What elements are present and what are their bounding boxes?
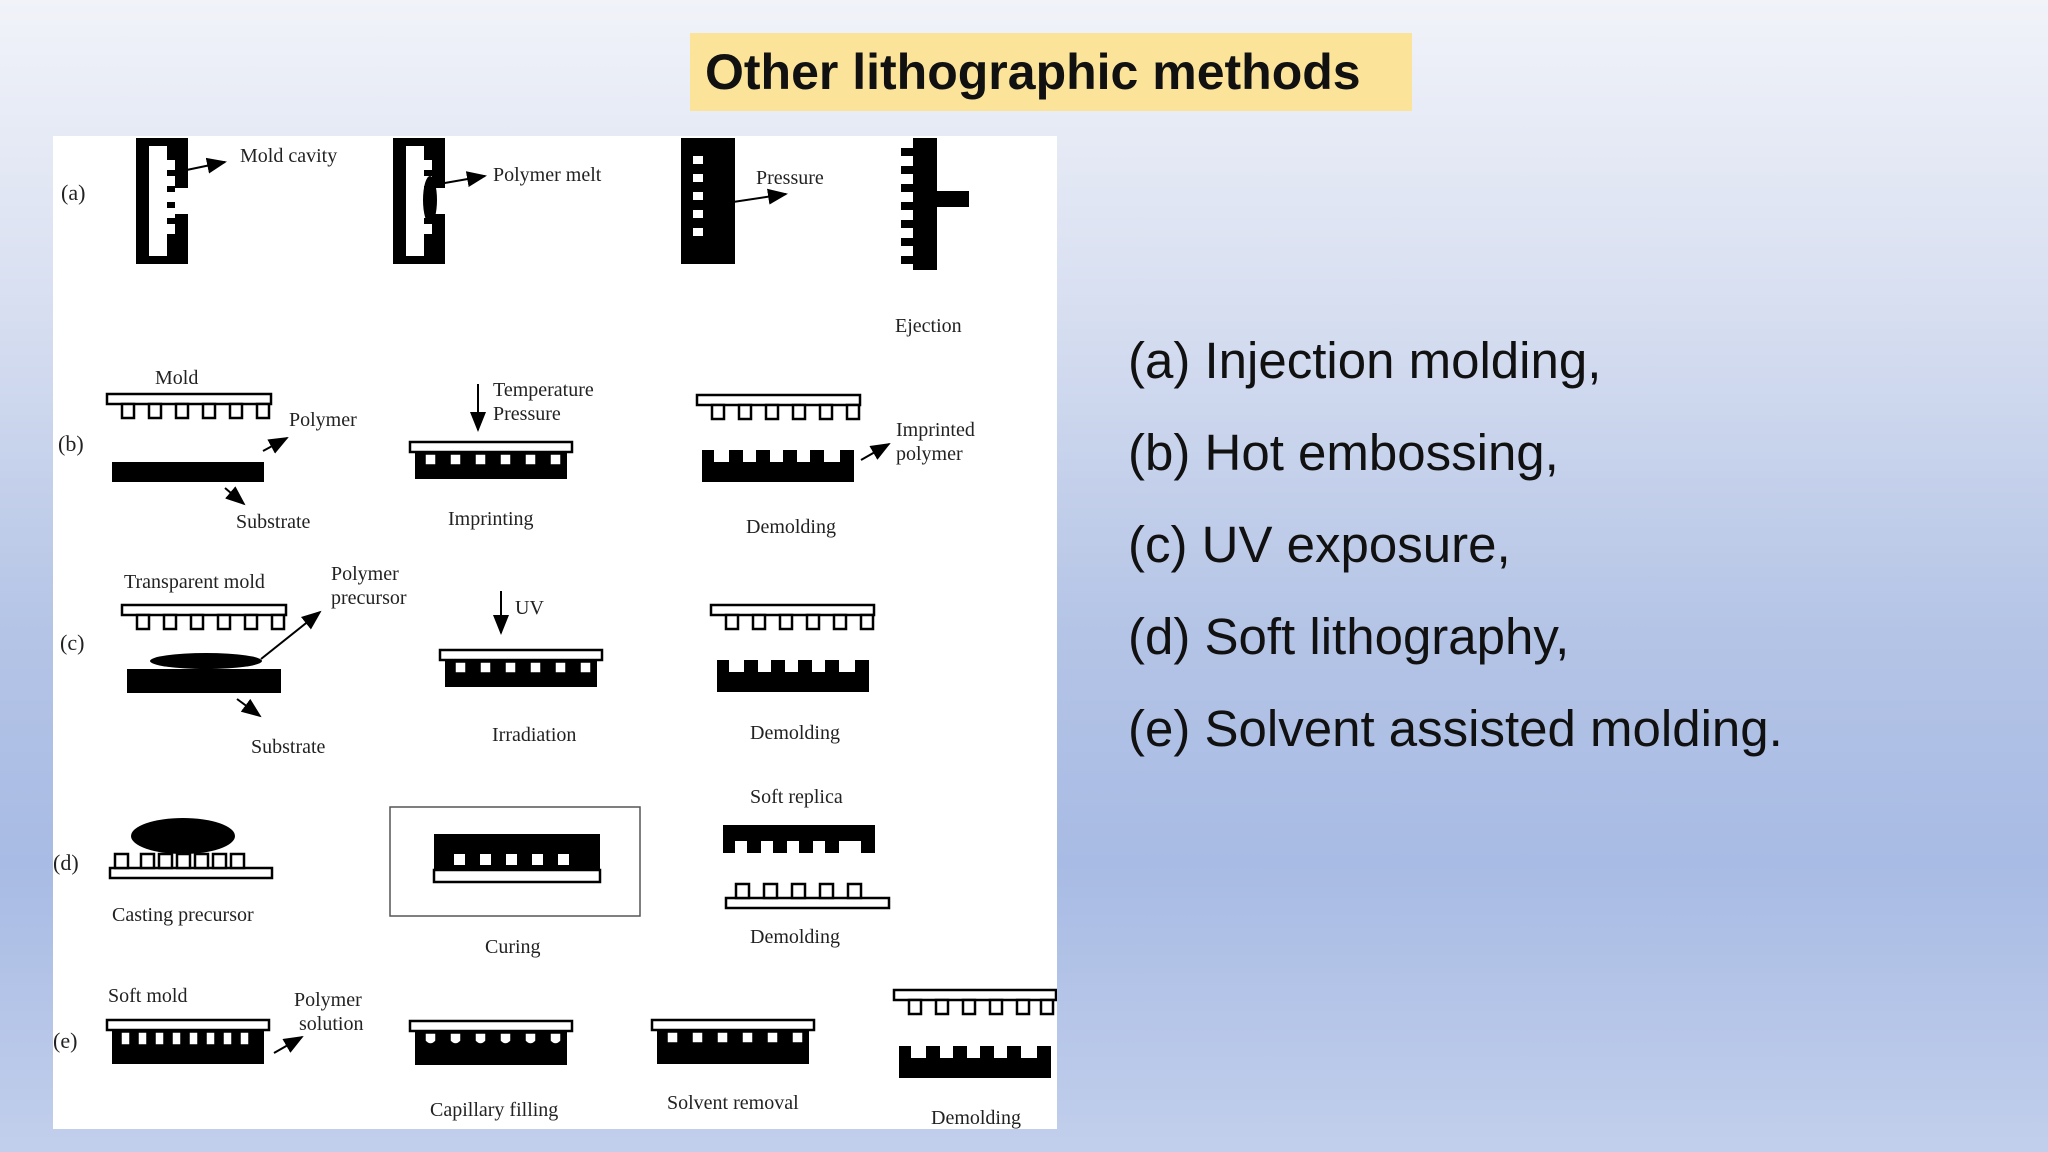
solvent-removal-label: Solvent removal bbox=[667, 1092, 799, 1114]
page-title: Other lithographic methods bbox=[705, 44, 1361, 100]
method-item-a: (a) Injection molding, bbox=[1128, 332, 1602, 389]
imprinting-label: Imprinting bbox=[448, 508, 534, 530]
solvent-removal-shape bbox=[650, 1018, 816, 1064]
process-figure: (a) Mold cavity Polymer melt Pressure bbox=[53, 136, 1057, 1129]
capillary-filling-label: Capillary filling bbox=[430, 1099, 558, 1121]
substrate-label-c: Substrate bbox=[251, 736, 326, 758]
method-item-b: (b) Hot embossing, bbox=[1128, 424, 1559, 481]
method-item-d: (d) Soft lithography, bbox=[1128, 608, 1570, 665]
imprinted-polymer-label: polymer bbox=[896, 443, 963, 465]
pressure-mold-shape bbox=[681, 138, 735, 264]
demolding-shape-c bbox=[709, 603, 876, 692]
polymer-label-c: Polymer bbox=[331, 563, 399, 585]
pressure-label-a: Pressure bbox=[756, 167, 824, 189]
pressure-label-b: Pressure bbox=[493, 403, 561, 425]
title-box: Other lithographic methods bbox=[690, 33, 1412, 111]
temperature-label: Temperature bbox=[493, 379, 594, 401]
polymer-label-e: Polymer bbox=[294, 989, 362, 1011]
mold-label: Mold bbox=[155, 367, 198, 389]
soft-mold-shape-e bbox=[105, 1018, 271, 1064]
demolding-label-c: Demolding bbox=[750, 722, 840, 744]
substrate-label-b: Substrate bbox=[236, 511, 311, 533]
casting-precursor-label: Casting precursor bbox=[112, 904, 254, 926]
soft-mold-label: Soft mold bbox=[108, 985, 187, 1007]
soft-replica-shape bbox=[723, 825, 891, 910]
row-b-label: (b) bbox=[58, 431, 84, 456]
row-c-label: (c) bbox=[60, 630, 84, 655]
method-item-e: (e) Solvent assisted molding. bbox=[1128, 700, 1783, 757]
demolding-label-d: Demolding bbox=[750, 926, 840, 948]
row-e-label: (e) bbox=[53, 1028, 77, 1053]
capillary-filling-shape bbox=[408, 1019, 574, 1065]
curing-shape bbox=[389, 806, 641, 917]
transparent-mold-shape bbox=[120, 603, 288, 693]
polymer-melt-shape bbox=[393, 138, 445, 264]
demolding-shape-b bbox=[695, 393, 862, 482]
curing-label: Curing bbox=[485, 936, 541, 958]
irradiation-shape bbox=[438, 648, 604, 687]
mold-shape-b bbox=[105, 392, 273, 420]
ejection-label: Ejection bbox=[895, 315, 962, 337]
casting-shape bbox=[108, 818, 274, 880]
polymer-melt-label: Polymer melt bbox=[493, 164, 602, 186]
demolding-label-e: Demolding bbox=[931, 1107, 1021, 1129]
solution-label-e: solution bbox=[299, 1013, 363, 1035]
soft-replica-label: Soft replica bbox=[750, 786, 843, 808]
demolding-shape-e bbox=[892, 988, 1057, 1078]
imprinting-shape bbox=[408, 440, 574, 479]
transparent-mold-label: Transparent mold bbox=[124, 571, 265, 593]
ejected-part-shape bbox=[901, 138, 969, 270]
method-item-c: (c) UV exposure, bbox=[1128, 516, 1511, 573]
uv-label: UV bbox=[515, 597, 544, 619]
process-diagram: (a) Mold cavity Polymer melt Pressure bbox=[53, 138, 1057, 1129]
polymer-label-b: Polymer bbox=[289, 409, 357, 431]
demolding-label-b: Demolding bbox=[746, 516, 836, 538]
row-a-label: (a) bbox=[61, 180, 85, 205]
row-d-label: (d) bbox=[53, 850, 79, 875]
irradiation-label: Irradiation bbox=[492, 724, 576, 746]
method-list: (a) Injection molding, (b) Hot embossing… bbox=[1128, 330, 1783, 790]
mold-cavity-shape bbox=[136, 138, 188, 264]
imprinted-label: Imprinted bbox=[896, 419, 975, 441]
precursor-label-c: precursor bbox=[331, 587, 407, 609]
substrate-shape-b bbox=[112, 462, 264, 482]
mold-cavity-label: Mold cavity bbox=[240, 145, 337, 167]
